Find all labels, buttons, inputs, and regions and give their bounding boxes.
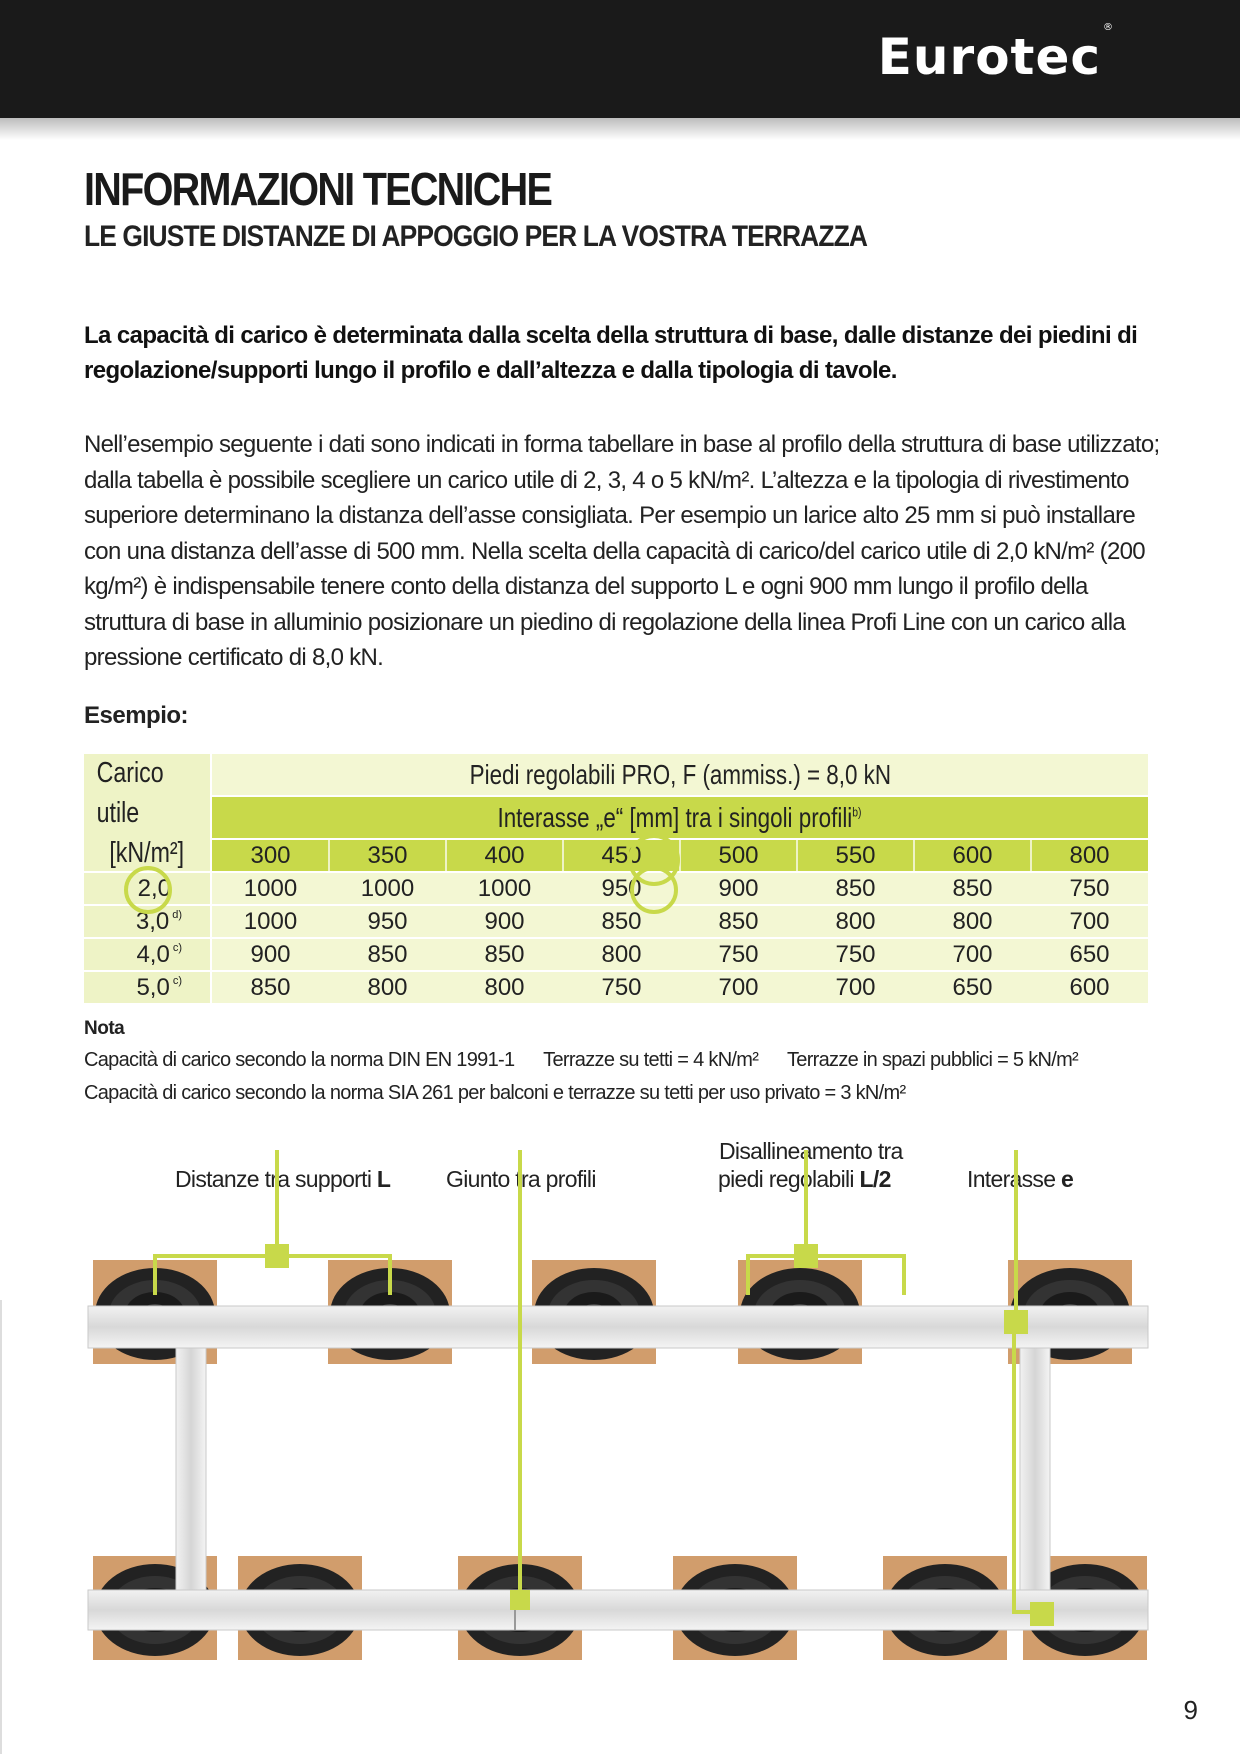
column-divider — [445, 840, 447, 871]
table-cell: 800 — [601, 940, 642, 968]
page-number: 9 — [1183, 1695, 1198, 1725]
table-cell: 900 — [718, 874, 759, 902]
substructure-diagram — [87, 1150, 1149, 1660]
column-divider — [679, 840, 681, 871]
page-edge-line — [0, 1300, 2, 1754]
column-header: 550 — [835, 841, 876, 869]
highlight-circle-load — [124, 866, 172, 914]
table-cell: 700 — [1069, 907, 1110, 935]
table-cell: 850 — [484, 940, 525, 968]
label-misalignment-1: Disallineamento tra — [719, 1138, 903, 1164]
table-header-spacing: Interasse „e“ [mm] tra i singoli profili… — [212, 797, 1148, 838]
left-header-line1: Carico utile — [96, 756, 164, 829]
load-note: c) — [172, 974, 182, 987]
column-divider — [562, 840, 564, 871]
left-header-line2: [kN/m²] — [109, 836, 185, 869]
table-cell: 900 — [484, 907, 525, 935]
values-cells: 900 850 850 800 750 750 700 650 — [212, 939, 1148, 970]
column-header: 500 — [718, 841, 759, 869]
table-header-feet: Piedi regolabili PRO, F (ammiss.) = 8,0 … — [212, 754, 1148, 795]
table-cell: 800 — [367, 973, 408, 1001]
table-cell: 1000 — [243, 907, 298, 935]
label-misalignment-2: piedi regolabili L/2 — [718, 1166, 891, 1192]
page-subtitle: LE GIUSTE DISTANZE DI APPOGGIO PER LA VO… — [84, 220, 868, 253]
column-divider — [328, 840, 330, 871]
lead-paragraph: La capacità di carico è determinata dall… — [84, 322, 1138, 384]
table-cell: 850 — [952, 874, 993, 902]
load-value: 4,0 — [136, 940, 170, 968]
table-cell: 750 — [601, 973, 642, 1001]
note-line-1: Capacità di carico secondo la norma DIN … — [84, 1049, 1079, 1071]
column-header: 800 — [1069, 841, 1110, 869]
spacing-header-sup: b) — [852, 804, 863, 820]
load-value: 5,0 — [136, 973, 170, 1001]
column-header: 400 — [484, 841, 525, 869]
table-cell: 1000 — [477, 874, 532, 902]
table-cell: 650 — [1069, 940, 1110, 968]
table-cell: 850 — [835, 874, 876, 902]
load-note: d) — [172, 908, 182, 921]
table-cell: 650 — [952, 973, 993, 1001]
table-cell: 750 — [1069, 874, 1110, 902]
values-cells: 850 800 800 750 700 700 650 600 — [212, 972, 1148, 1003]
table-cell: 800 — [952, 907, 993, 935]
load-note: c) — [172, 941, 182, 954]
load-table: Carico utile [kN/m²] Piedi regolabili PR… — [84, 754, 1148, 1003]
table-cell: 850 — [367, 940, 408, 968]
header-shadow — [0, 118, 1240, 140]
table-cell: 1000 — [243, 874, 298, 902]
table-cell: 850 — [601, 907, 642, 935]
column-header: 600 — [952, 841, 993, 869]
table-cell: 700 — [952, 940, 993, 968]
values-cells: 1000 950 900 850 850 800 800 700 — [212, 906, 1148, 937]
table-cell: 600 — [1069, 973, 1110, 1001]
table-cell: 850 — [718, 907, 759, 935]
note-heading: Nota — [84, 1018, 125, 1039]
column-divider — [913, 840, 915, 871]
table-cell: 750 — [835, 940, 876, 968]
table-cell: 900 — [250, 940, 291, 968]
table-cell: 700 — [835, 973, 876, 1001]
example-heading: Esempio: — [84, 702, 189, 729]
table-cell: 800 — [835, 907, 876, 935]
page-title: INFORMAZIONI TECNICHE — [84, 163, 553, 215]
highlight-circle-900 — [630, 866, 678, 914]
label-supports-distance: Distanze tra supporti L — [175, 1166, 391, 1192]
page-header: Eurotec® — [0, 0, 1240, 118]
spacing-header-text: Interasse „e“ [mm] tra i singoli profili — [497, 801, 853, 833]
column-divider — [796, 840, 798, 871]
label-spacing: Interasse e — [967, 1166, 1074, 1192]
table-cell: 1000 — [360, 874, 415, 902]
column-divider — [1030, 840, 1032, 871]
table-cell: 800 — [484, 973, 525, 1001]
body-paragraph: Nell’esempio seguente i dati sono indica… — [84, 431, 1160, 671]
column-header: 350 — [367, 841, 408, 869]
aluminium-profiles — [87, 1305, 1149, 1631]
table-cell: 950 — [367, 907, 408, 935]
annotation-lines — [153, 1150, 1040, 1614]
table-cell: 850 — [250, 973, 291, 1001]
table-cell: 750 — [718, 940, 759, 968]
eurotec-logo: Eurotec® — [877, 22, 1114, 86]
table-left-header: Carico utile [kN/m²] — [84, 754, 210, 871]
column-header: 300 — [250, 841, 291, 869]
note-line-2: Capacità di carico secondo la norma SIA … — [84, 1082, 906, 1104]
annotation-markers — [265, 1244, 1054, 1626]
table-cell: 700 — [718, 973, 759, 1001]
